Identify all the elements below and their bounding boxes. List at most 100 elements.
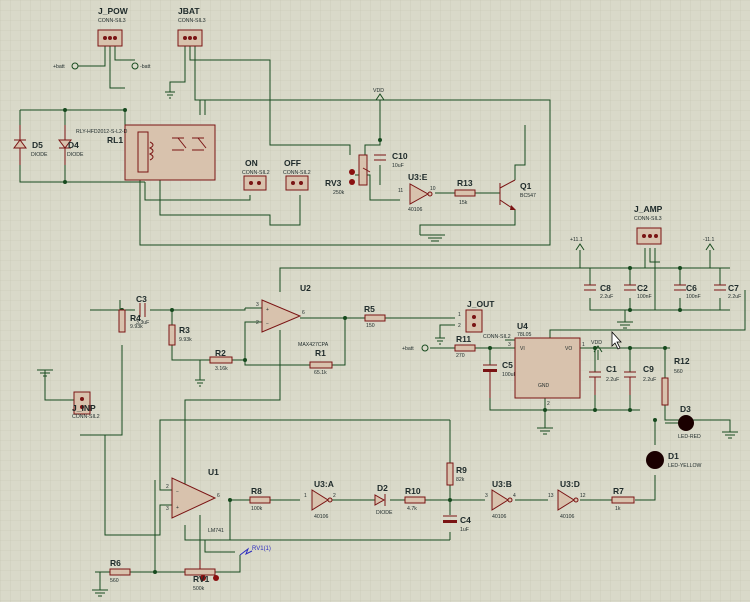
d1-type: LED-YELLOW xyxy=(668,463,702,469)
u3b-part: 40106 xyxy=(492,514,507,520)
transistor-q1[interactable]: Q1 BC547 xyxy=(499,179,536,211)
nbatt-label: -batt xyxy=(140,64,151,70)
connector-j-out[interactable]: 1 2 J_OUT CONN-SIL2 xyxy=(458,299,511,340)
r4-ref: R4 xyxy=(130,313,141,323)
r4-val: 9.93k xyxy=(130,324,143,330)
r2-ref: R2 xyxy=(215,348,226,358)
capacitor-c6[interactable]: C6 100nF xyxy=(674,283,701,300)
potentiometer-rv1[interactable]: RV1 500k xyxy=(184,560,219,592)
capacitor-c5[interactable]: C5 100uF xyxy=(483,360,517,398)
r6-val: 560 xyxy=(110,578,119,584)
resistor-r10[interactable]: R10 4.7k xyxy=(404,486,426,512)
rv1-ref: RV1 xyxy=(193,574,210,584)
voltage-probe-rv1[interactable]: RV1(1) xyxy=(239,546,271,556)
svg-text:3: 3 xyxy=(256,302,259,308)
svg-text:2: 2 xyxy=(166,484,169,490)
u2-ref: U2 xyxy=(300,283,311,293)
u4-part: 78L05 xyxy=(517,332,532,338)
diode-d5[interactable]: D5 DIODE xyxy=(13,125,48,165)
j-pow-ref: J_POW xyxy=(98,6,129,16)
resistor-r7[interactable]: R7 1k xyxy=(611,486,635,512)
r2-val: 3.16k xyxy=(215,366,228,372)
resistor-r3[interactable]: R3 9.93k xyxy=(168,324,192,346)
capacitor-c4[interactable]: C4 1uF xyxy=(443,515,471,533)
capacitor-c8[interactable]: C8 2.2uF xyxy=(584,283,613,300)
resistor-r11[interactable]: R11 270 xyxy=(454,334,476,359)
resistor-r1[interactable]: R1 65.1k xyxy=(309,348,333,376)
rv3-val: 250k xyxy=(333,190,345,196)
inverter-u3a[interactable]: 1 2 U3:A 40106 xyxy=(304,479,336,520)
connector-j-pow[interactable]: J_POW CONN-SIL3 xyxy=(97,6,129,47)
diode-d4[interactable]: D4 DIODE xyxy=(58,125,84,165)
capacitor-c10[interactable]: C10 10uF xyxy=(374,151,408,169)
relay-rl1[interactable]: RLY-HFD2012-S-L2-D RL1 xyxy=(76,124,216,181)
j-out-type: CONN-SIL2 xyxy=(483,334,511,340)
c8-ref: C8 xyxy=(600,283,611,293)
c2-ref: C2 xyxy=(637,283,648,293)
resistor-r12[interactable]: R12 560 xyxy=(661,356,690,406)
inverter-u3d[interactable]: 13 12 U3:D 40106 xyxy=(548,479,586,520)
connector-j-amp[interactable]: J_AMP CONN-SIL3 xyxy=(634,204,663,245)
vbatt-terminal-reg: +batt xyxy=(402,344,429,352)
j-bat-type: CONN-SIL3 xyxy=(178,18,206,24)
d4-type: DIODE xyxy=(67,152,84,158)
capacitor-c2[interactable]: C2 100nF xyxy=(624,283,652,300)
rv3-ref: RV3 xyxy=(325,178,342,188)
u1-part: LM741 xyxy=(208,528,224,534)
u3b-ref: U3:B xyxy=(492,479,512,489)
u3d-part: 40106 xyxy=(560,514,575,520)
opamp-u1[interactable]: − + 2 3 6 U1 LM741 xyxy=(166,467,224,534)
r5-ref: R5 xyxy=(364,304,375,314)
c6-val: 100nF xyxy=(686,294,701,300)
resistor-r9[interactable]: R9 82k xyxy=(446,462,467,486)
svg-text:3: 3 xyxy=(166,506,169,512)
d3-ref: D3 xyxy=(680,404,691,414)
led-d3[interactable]: D3 LED-RED xyxy=(665,404,701,440)
diode-d2[interactable]: D2 DIODE xyxy=(374,483,393,516)
vdd-label-reg: VDD xyxy=(591,340,602,346)
svg-text:−: − xyxy=(176,489,179,495)
connector-j-inp[interactable]: J_INP CONN-SIL2 xyxy=(72,391,100,420)
regulator-u4[interactable]: VI VO GND 3 1 2 U4 78L05 xyxy=(508,321,585,407)
resistor-r2[interactable]: R2 3.16k xyxy=(209,348,233,372)
nbatt-terminal: -batt xyxy=(131,62,151,70)
vbatt-label-reg: +batt xyxy=(402,346,414,352)
led-d1[interactable]: D1 LED-YELLOW xyxy=(646,451,702,469)
c5-val: 100uF xyxy=(502,372,517,378)
r12-ref: R12 xyxy=(674,356,690,366)
capacitor-c7[interactable]: C7 2.2uF xyxy=(714,283,741,300)
j-amp-type: CONN-SIL3 xyxy=(634,216,662,222)
u3e-part: 40106 xyxy=(408,207,423,213)
inverter-u3b[interactable]: 3 4 U3:B 40106 xyxy=(485,479,516,520)
neg-supply-terminal: -11.1 xyxy=(703,237,715,251)
potentiometer-rv3[interactable]: RV3 250k xyxy=(325,154,371,196)
capacitor-c1[interactable]: C1 2.2uF xyxy=(589,364,619,395)
connector-on[interactable]: ON CONN-SIL2 xyxy=(242,158,270,191)
r3-ref: R3 xyxy=(179,325,190,335)
r7-ref: R7 xyxy=(613,486,624,496)
inverter-u3e[interactable]: 11 10 U3:E 40106 xyxy=(398,172,436,213)
j-inp-ref: J_INP xyxy=(72,403,96,413)
j-amp-ref: J_AMP xyxy=(634,204,663,214)
svg-text:−: − xyxy=(266,321,269,327)
r12-val: 560 xyxy=(674,369,683,375)
opamp-u2[interactable]: + − 3 2 6 U2 MAX427CPA xyxy=(256,283,329,348)
resistor-r5[interactable]: R5 150 xyxy=(364,304,386,329)
r3-val: 9.93k xyxy=(179,337,192,343)
svg-text:1: 1 xyxy=(458,312,461,318)
resistor-r13[interactable]: R13 15k xyxy=(454,178,476,206)
resistor-r6[interactable]: R6 560 xyxy=(109,558,131,584)
r8-ref: R8 xyxy=(251,486,262,496)
resistor-r8[interactable]: R8 100k xyxy=(249,486,271,512)
q1-ref: Q1 xyxy=(520,181,532,191)
wires xyxy=(19,46,746,590)
svg-text:6: 6 xyxy=(217,493,220,499)
c1-ref: C1 xyxy=(606,364,617,374)
capacitor-c3[interactable]: C3 3.3uF xyxy=(136,294,149,326)
c3-ref: C3 xyxy=(136,294,147,304)
c5-ref: C5 xyxy=(502,360,513,370)
connector-off[interactable]: OFF CONN-SIL2 xyxy=(283,158,311,191)
connector-j-bat[interactable]: JBAT CONN-SIL3 xyxy=(177,6,206,47)
capacitor-c9[interactable]: C9 2.2uF xyxy=(624,364,656,395)
resistor-r4[interactable]: R4 9.93k xyxy=(118,309,143,333)
